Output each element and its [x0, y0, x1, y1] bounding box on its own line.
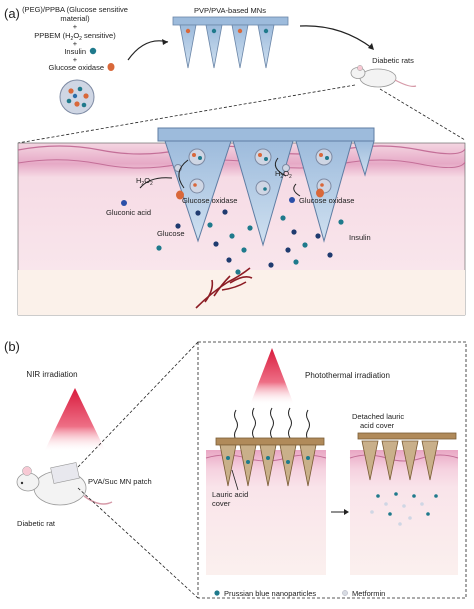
panel-b-tag: (b) — [4, 339, 20, 354]
photothermal-beam — [250, 348, 294, 405]
panel-a-tag: (a) — [4, 6, 20, 21]
zoom-line-right — [379, 88, 466, 141]
legend-met-label: Metformin — [352, 589, 385, 598]
plus-3: + — [73, 55, 78, 64]
lauric-label-1: Lauric acid — [212, 490, 248, 499]
blood-vessel — [195, 267, 253, 309]
insulin-icon — [89, 47, 97, 55]
glucose-oxidase-label: Glucose oxidase — [49, 63, 104, 72]
gox-label-mid: Glucose oxidase — [182, 196, 237, 205]
photothermal-label: Photothermal irradiation — [305, 371, 390, 380]
arrow-to-mn — [127, 40, 169, 61]
gox-icon-mid — [176, 190, 184, 200]
skin-block-right — [349, 450, 459, 575]
gox-label-right: Glucose oxidase — [299, 196, 354, 205]
nanoparticle-icon — [59, 79, 95, 115]
released-particles-b — [370, 492, 438, 526]
lauric-label-2: cover — [212, 499, 231, 508]
material-label: material) — [60, 14, 90, 23]
zoom-box-b — [197, 341, 467, 599]
rat-icon-a — [350, 65, 417, 88]
gox-icon-right — [316, 188, 324, 198]
reaction-arrow-2 — [274, 157, 287, 177]
patch-label: PVA/Suc MN patch — [88, 477, 152, 486]
detached-label-1: Detached lauric — [352, 412, 404, 421]
zoom-line-b-top — [77, 341, 199, 468]
reaction-arrow-4 — [293, 183, 301, 197]
mn-patch-right — [357, 432, 457, 481]
gluconic-acid-label: Gluconic acid — [106, 208, 151, 217]
ppbem-label: PPBEM (H2O2 sensitive) — [34, 31, 116, 42]
legend-pb-icon — [214, 590, 220, 596]
rats-label: Diabetic rats — [372, 56, 414, 65]
arrow-to-rats — [299, 25, 373, 49]
peg-ppba-label: (PEG)/PPBA (Glucose sensitive — [22, 5, 128, 14]
nir-label: NIR irradiation — [26, 370, 77, 379]
transition-arrow-head — [344, 509, 349, 515]
zoom-line-b-bottom — [77, 487, 199, 599]
small-mn-patch — [172, 16, 289, 69]
glucose-icon-right — [289, 197, 295, 203]
mn-nanoparticles — [174, 148, 333, 196]
rat-icon-b — [16, 462, 113, 506]
insulin-label-right: Insulin — [349, 233, 371, 242]
nir-beam — [44, 388, 106, 452]
h2o2-label-right: H2O2 — [275, 169, 292, 180]
reaction-arrow-1 — [178, 159, 189, 189]
gluconic-acid-icon — [121, 200, 127, 206]
reaction-arrow-3 — [139, 177, 173, 189]
arrow-head-2 — [368, 43, 374, 50]
mn-patch-left — [215, 437, 325, 487]
legend-met-icon — [342, 590, 348, 596]
detached-label-2: acid cover — [360, 421, 395, 430]
lauric-pointer — [231, 469, 239, 491]
glucose-label: Glucose — [157, 229, 185, 238]
h2o2-label-left: H2O2 — [136, 176, 153, 187]
arrow-head-1 — [162, 39, 168, 45]
released-particles-a — [156, 209, 344, 275]
heat-waves — [234, 407, 310, 441]
mn-title: PVP/PVA-based MNs — [194, 6, 266, 15]
insulin-label: Insulin — [64, 47, 86, 56]
glucose-oxidase-icon — [107, 63, 115, 71]
legend-pb-label: Prussian blue nanoparticles — [224, 589, 316, 598]
zoom-line-left — [17, 84, 356, 144]
rat-label: Diabetic rat — [17, 519, 56, 528]
plus-1: + — [73, 22, 78, 31]
plus-2: + — [73, 39, 78, 48]
